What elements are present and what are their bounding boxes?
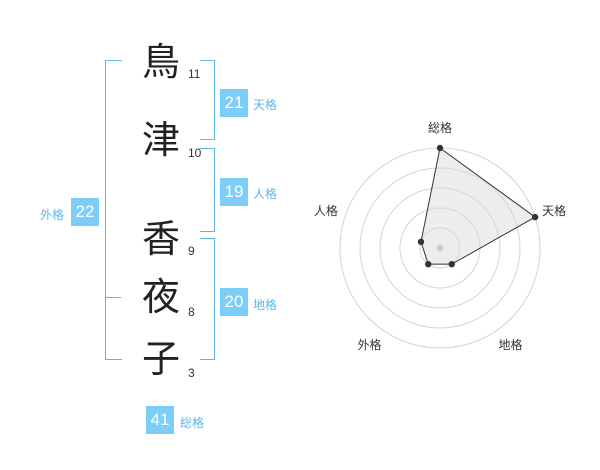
radar-ring [419,227,461,269]
tenkaku-label: 天格 [253,98,278,112]
radar-point-4 [425,260,432,268]
gaikaku-value-badge: 22 [71,198,99,226]
chikaku-label: 地格 [253,298,278,312]
stroke-count-3: 9 [188,244,195,258]
radar-axis-label-3: 地格 [499,337,523,352]
radar-area [420,147,537,265]
name-char-2: 津 [141,118,180,162]
chikaku-bracket [200,238,215,360]
radar-ring [359,167,521,329]
name-char-4: 夜 [141,275,180,319]
soukaku-label: 総格 [180,416,205,430]
stroke-count-4: 8 [188,305,195,319]
name-char-3: 香 [141,217,180,261]
radar-point-5 [417,238,425,246]
gaikaku-bracket-tick [105,297,121,298]
gaikaku-bracket [105,60,122,360]
stroke-count-5: 3 [188,366,195,380]
radar-ring [379,187,501,309]
radar-point-3 [448,260,455,268]
radar-axis-label-1: 総格 [428,120,452,135]
stroke-count-1: 11 [188,67,201,81]
tenkaku-value-badge: 21 [220,89,248,117]
tenkaku-bracket [200,60,215,140]
radar-axis-label-4: 外格 [357,337,381,352]
name-char-1: 鳥 [141,40,180,84]
soukaku-value-badge: 41 [146,406,174,434]
jinkaku-value-badge: 19 [220,178,248,206]
chikaku-value-badge: 20 [220,288,248,316]
radar-center-dot [437,245,443,251]
stroke-count-2: 10 [188,146,202,160]
radar-point-1 [436,144,444,152]
radar-point-2 [531,213,539,221]
name-char-5: 子 [141,337,180,381]
jinkaku-label: 人格 [253,187,278,201]
radar-axis-label-2: 天格 [542,203,566,218]
gaikaku-label: 外格 [40,208,65,222]
radar-axis-label-5: 人格 [314,203,338,218]
jinkaku-bracket [200,148,215,232]
